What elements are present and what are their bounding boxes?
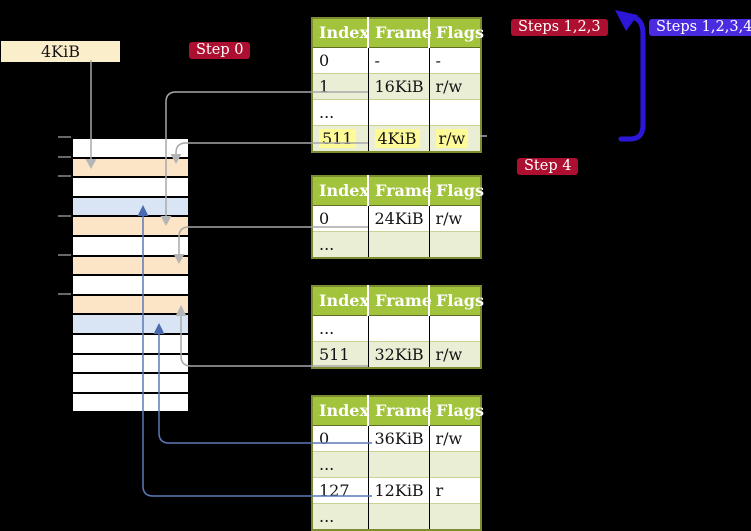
column-header: Index bbox=[312, 396, 369, 426]
memory-frame-row bbox=[73, 178, 188, 198]
table-cell bbox=[368, 503, 430, 530]
table-cell: ... bbox=[312, 503, 369, 530]
column-header: Frame bbox=[368, 176, 432, 206]
memory-frame-row bbox=[73, 334, 188, 355]
table-cell: r/w bbox=[429, 205, 481, 232]
table-cell bbox=[429, 451, 481, 478]
physical-memory-column bbox=[71, 137, 190, 414]
column-header: Frame bbox=[368, 396, 432, 426]
memory-frame-row bbox=[73, 393, 188, 412]
column-header: Flags bbox=[429, 18, 484, 48]
column-header: Flags bbox=[429, 176, 484, 206]
table-cell: ... bbox=[312, 315, 369, 342]
table-cell: r bbox=[429, 477, 481, 504]
memory-frame-row bbox=[73, 354, 188, 375]
table-cell bbox=[429, 315, 481, 342]
highlighted-value: 4KiB bbox=[374, 129, 420, 148]
highlighted-value: 511 bbox=[319, 129, 356, 148]
column-header: Flags bbox=[429, 286, 484, 316]
table-cell: 24KiB bbox=[368, 205, 430, 232]
column-header: Frame bbox=[368, 18, 432, 48]
table-cell: 12KiB bbox=[368, 477, 430, 504]
table-cell: 511 bbox=[312, 125, 369, 152]
table-cell: 32KiB bbox=[368, 341, 430, 368]
table-cell: 1 bbox=[312, 73, 369, 100]
table-cell: 511 bbox=[312, 341, 369, 368]
table-cell: ... bbox=[312, 99, 369, 126]
table-cell: 127 bbox=[312, 477, 369, 504]
table-cell bbox=[429, 503, 481, 530]
table-cell: - bbox=[429, 47, 481, 74]
memory-frame-row bbox=[73, 256, 188, 277]
memory-frame-row bbox=[73, 315, 188, 335]
big-loop-arrow bbox=[618, 14, 646, 142]
table-row: ... bbox=[312, 99, 481, 126]
memory-frame-row bbox=[73, 217, 188, 237]
table-cell: ... bbox=[312, 451, 369, 478]
table-row: ... bbox=[312, 451, 481, 478]
highlighted-value: r/w bbox=[435, 129, 469, 148]
memory-frame-row bbox=[73, 295, 188, 316]
table-cell: 0 bbox=[312, 425, 369, 452]
table-cell: r/w bbox=[429, 125, 481, 152]
table-row: 0-- bbox=[312, 47, 481, 74]
memory-frame-row bbox=[73, 197, 188, 218]
table-cell: 36KiB bbox=[368, 425, 430, 452]
table-row: ... bbox=[312, 231, 481, 258]
table-cell: r/w bbox=[429, 341, 481, 368]
table-cell: ... bbox=[312, 231, 369, 258]
table-cell: r/w bbox=[429, 425, 481, 452]
table-cell: 0 bbox=[312, 205, 369, 232]
table-cell: 4KiB bbox=[368, 125, 430, 152]
table-cell: - bbox=[368, 47, 430, 74]
column-header: Index bbox=[312, 18, 369, 48]
big-loop-arrowhead bbox=[615, 10, 638, 31]
table-cell: r/w bbox=[429, 73, 481, 100]
table-cell bbox=[429, 99, 481, 126]
frame-size-label: 4KiB bbox=[1, 41, 120, 62]
step0-badge: Step 0 bbox=[189, 42, 251, 59]
memory-boundary-ticks bbox=[58, 136, 71, 295]
table-cell: 0 bbox=[312, 47, 369, 74]
table-cell bbox=[368, 315, 430, 342]
table-cell: 16KiB bbox=[368, 73, 430, 100]
table-cell bbox=[368, 99, 430, 126]
column-header: Frame bbox=[368, 286, 432, 316]
memory-frame-row bbox=[73, 374, 188, 394]
memory-frame-row bbox=[73, 158, 188, 179]
column-header: Index bbox=[312, 286, 369, 316]
table-row: 511 4KiB r/w bbox=[312, 125, 481, 152]
memory-frame-row bbox=[73, 276, 188, 296]
table-row: ... bbox=[312, 503, 481, 530]
memory-frame-row bbox=[73, 236, 188, 257]
table-cell bbox=[429, 231, 481, 258]
steps1234-badge: Steps 1,2,3,4 bbox=[649, 19, 751, 36]
table-cell bbox=[368, 451, 430, 478]
column-header: Flags bbox=[429, 396, 484, 426]
step4-badge: Step 4 bbox=[517, 158, 579, 175]
table-cell bbox=[368, 231, 430, 258]
table-row: ... bbox=[312, 315, 481, 342]
steps123-badge: Steps 1,2,3 bbox=[511, 19, 608, 36]
column-header: Index bbox=[312, 176, 369, 206]
memory-frame-row bbox=[73, 139, 188, 159]
